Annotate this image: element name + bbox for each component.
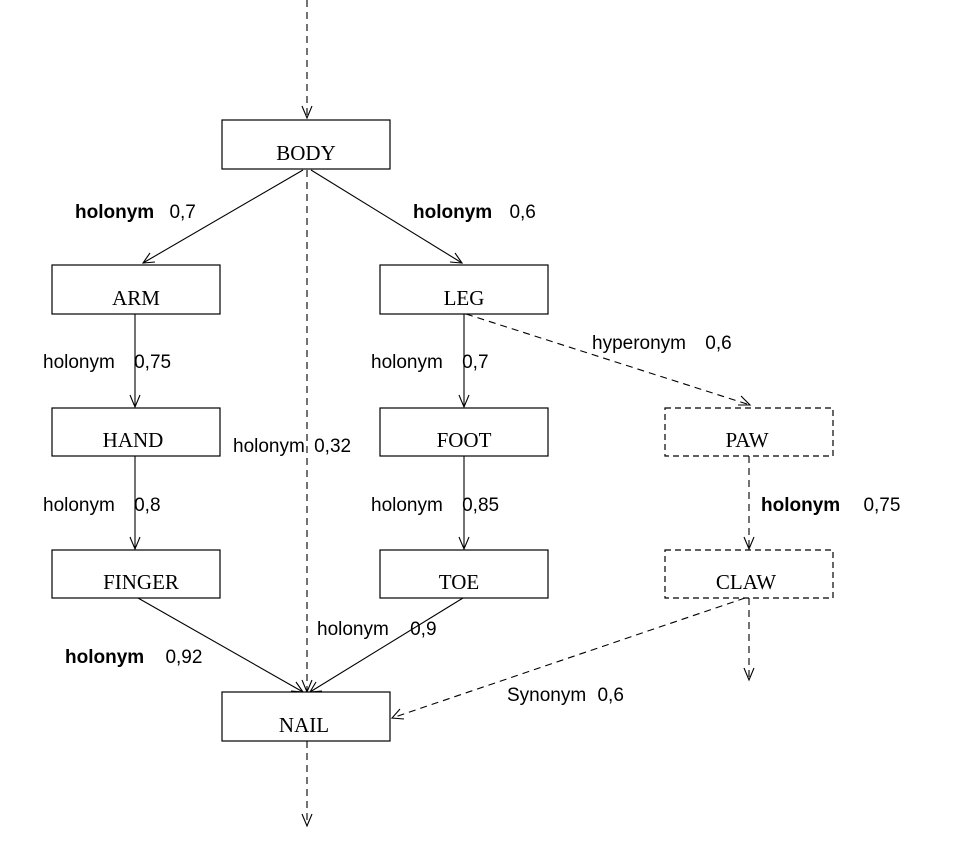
edge-body-leg-line bbox=[310, 169, 463, 264]
edge-paw-claw-weight: 0,75 bbox=[863, 495, 900, 516]
edge-body-arm-line bbox=[142, 169, 304, 264]
edge-arm-hand-weight: 0,75 bbox=[134, 352, 171, 373]
edge-foot-toe-arrowhead bbox=[458, 536, 470, 551]
edge-body-leg-relation: holonym bbox=[413, 202, 492, 223]
node-body: BODY bbox=[221, 119, 391, 170]
edge-label-finger-nail: holonym 0,92 bbox=[65, 647, 202, 668]
edge-arm-hand-arrowhead bbox=[129, 394, 141, 409]
node-paw-label: PAW bbox=[725, 428, 768, 452]
edge-body-arm-relation: holonym bbox=[75, 202, 154, 223]
edge-claw-nail-weight: 0,6 bbox=[597, 685, 623, 706]
edge-leg-paw-line bbox=[465, 313, 751, 406]
edge-claw-nail-relation: Synonym bbox=[507, 685, 586, 706]
edge-label-body-arm: holonym 0,7 bbox=[75, 202, 196, 223]
edge-label-paw-claw: holonym 0,75 bbox=[761, 495, 900, 516]
edge-toe-nail-weight: 0,9 bbox=[410, 619, 436, 640]
edge-label-claw-nail: Synonym 0,6 bbox=[507, 685, 624, 706]
edge-claw-out-arrowhead bbox=[743, 667, 755, 682]
edge-paw-claw-arrowhead bbox=[743, 536, 755, 551]
edge-body-nail-weight: 0,32 bbox=[314, 436, 351, 457]
edge-hand-finger-relation: holonym bbox=[43, 495, 115, 516]
node-foot: FOOT bbox=[379, 407, 549, 457]
edge-foot-toe-relation: holonym bbox=[371, 495, 443, 516]
edge-hand-finger-weight: 0,8 bbox=[134, 495, 160, 516]
edge-body-nail-relation: holonym bbox=[233, 436, 305, 457]
node-nail: NAIL bbox=[221, 691, 391, 742]
node-toe-label: TOE bbox=[439, 570, 479, 594]
edge-label-leg-paw: hyperonym 0,6 bbox=[592, 333, 732, 354]
edge-in-body-arrowhead bbox=[301, 105, 313, 120]
edge-body-arm-arrowhead bbox=[141, 252, 156, 264]
node-finger: FINGER bbox=[51, 549, 221, 599]
edge-label-toe-nail: holonym 0,9 bbox=[317, 619, 437, 640]
edge-toe-nail-relation: holonym bbox=[317, 619, 389, 640]
edge-leg-foot-arrowhead bbox=[458, 394, 470, 409]
edge-hand-finger-arrowhead bbox=[129, 536, 141, 551]
edge-finger-nail-weight: 0,92 bbox=[165, 647, 202, 668]
node-finger-label: FINGER bbox=[103, 570, 179, 594]
node-paw: PAW bbox=[664, 407, 834, 457]
edge-finger-nail-line bbox=[137, 597, 304, 693]
node-arm-label: ARM bbox=[112, 286, 160, 310]
node-hand: HAND bbox=[51, 407, 221, 457]
edge-body-arm-weight: 0,7 bbox=[169, 202, 195, 223]
edge-body-leg-arrowhead bbox=[449, 252, 464, 264]
edge-label-arm-hand: holonym 0,75 bbox=[43, 352, 171, 373]
edge-toe-nail-line bbox=[309, 597, 464, 693]
edge-label-hand-finger: holonym 0,8 bbox=[43, 495, 161, 516]
edge-label-body-nail: holonym 0,32 bbox=[233, 436, 351, 457]
node-leg-label: LEG bbox=[444, 286, 485, 310]
node-claw: CLAW bbox=[664, 549, 834, 599]
node-body-label: BODY bbox=[276, 141, 336, 165]
edge-leg-foot-relation: holonym bbox=[371, 352, 443, 373]
edge-leg-foot-weight: 0,7 bbox=[462, 352, 488, 373]
node-arm: ARM bbox=[51, 264, 221, 315]
node-toe: TOE bbox=[379, 549, 549, 599]
edge-leg-paw-weight: 0,6 bbox=[705, 333, 731, 354]
node-claw-label: CLAW bbox=[716, 570, 776, 594]
edge-finger-nail-relation: holonym bbox=[65, 647, 144, 668]
edge-claw-nail-line bbox=[391, 597, 746, 719]
edge-leg-paw-relation: hyperonym bbox=[592, 333, 686, 354]
edge-paw-claw-relation: holonym bbox=[761, 495, 840, 516]
edge-leg-paw-arrowhead bbox=[738, 395, 752, 406]
edge-label-leg-foot: holonym 0,7 bbox=[371, 352, 489, 373]
edge-body-leg-weight: 0,6 bbox=[509, 202, 535, 223]
edge-claw-nail-arrowhead bbox=[390, 708, 405, 720]
edge-label-body-leg: holonym 0,6 bbox=[413, 202, 536, 223]
node-nail-label: NAIL bbox=[279, 713, 329, 737]
node-foot-label: FOOT bbox=[437, 428, 492, 452]
edge-foot-toe-weight: 0,85 bbox=[462, 495, 499, 516]
edge-nail-out-arrowhead bbox=[301, 813, 313, 828]
node-hand-label: HAND bbox=[103, 428, 164, 452]
edge-label-foot-toe: holonym 0,85 bbox=[371, 495, 499, 516]
edge-arm-hand-relation: holonym bbox=[43, 352, 115, 373]
node-leg: LEG bbox=[379, 264, 549, 315]
